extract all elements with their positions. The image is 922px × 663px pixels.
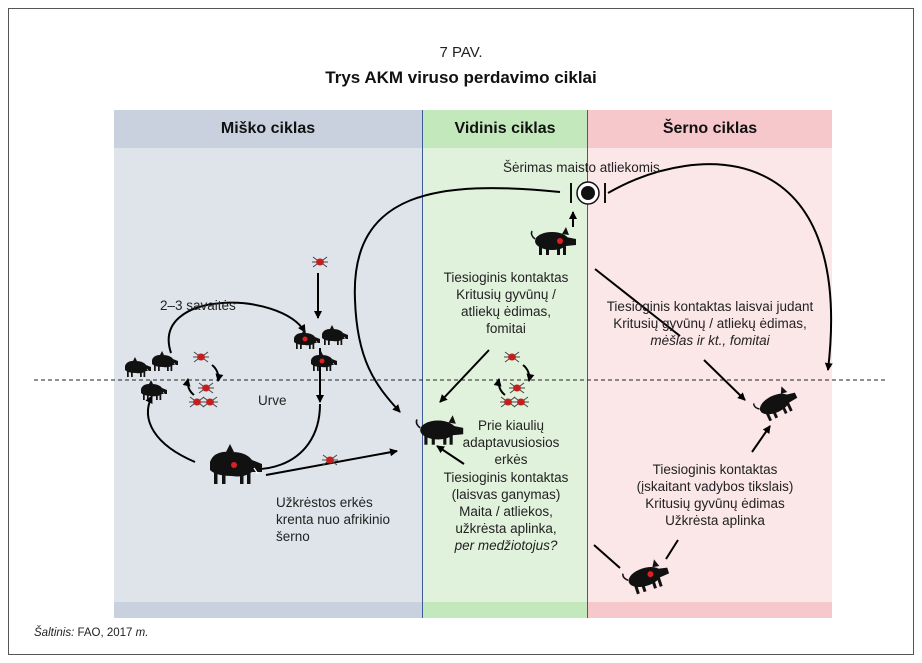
weeks-label: 2–3 savaitės <box>160 298 236 313</box>
boar-cycle-header: Šerno ciklas <box>588 110 832 148</box>
figure-title: Trys AKM viruso perdavimo ciklai <box>325 68 597 87</box>
domestic-cycle-header: Vidinis ciklas <box>423 110 587 148</box>
tick-icon <box>512 396 530 408</box>
pig-icon <box>530 226 577 256</box>
warthog-icon <box>321 324 349 346</box>
plate-icon <box>570 181 606 205</box>
boar-cycle-footer <box>588 602 832 618</box>
burrow-label: Urve <box>258 393 287 408</box>
domestic-cycle-column: Vidinis ciklas <box>423 110 587 618</box>
free-movement-text: Tiesioginis kontaktas laisvai judant Kri… <box>606 299 814 348</box>
forest-cycle-column: Miško ciklas <box>114 110 422 618</box>
tick-icon <box>311 256 329 268</box>
feeding-label: Šėrimas maisto atliekomis <box>503 160 660 175</box>
warthog-icon <box>124 356 152 378</box>
tick-icon <box>508 382 526 394</box>
pig-icon <box>620 555 673 598</box>
free-grazing-text: Tiesioginis kontaktas (laisvas ganymas) … <box>443 470 569 553</box>
column-divider-left <box>422 110 423 618</box>
direct-contact-text: Tiesioginis kontaktas Kritusių gyvūnų / … <box>443 270 569 336</box>
source-suffix: m. <box>135 627 149 639</box>
tick-icon <box>503 351 521 363</box>
tick-icon <box>321 454 339 466</box>
warthog-icon <box>151 350 179 372</box>
figure-number: 7 PAV. <box>439 44 483 61</box>
management-contact-text: Tiesioginis kontaktas (įskaitant vadybos… <box>636 462 794 528</box>
infected-ticks-text: Užkrėstos erkės krenta nuo afrikinio šer… <box>276 495 391 544</box>
tick-icon <box>197 382 215 394</box>
tick-icon <box>192 351 210 363</box>
forest-cycle-header: Miško ciklas <box>114 110 422 148</box>
tick-adapted-text: Prie kiaulių adaptavusiosios erkės <box>462 418 560 467</box>
source-text: FAO, 2017 <box>74 627 136 639</box>
tick-icon <box>201 396 219 408</box>
source-note: Šaltinis: FAO, 2017 m. <box>34 627 148 639</box>
domestic-cycle-footer <box>423 602 587 618</box>
warthog-icon <box>310 350 338 372</box>
warthog-icon <box>209 443 263 485</box>
pig-icon <box>750 381 802 426</box>
source-prefix: Šaltinis: <box>34 627 75 639</box>
warthog-icon <box>293 328 321 350</box>
forest-cycle-footer <box>114 602 422 618</box>
warthog-icon <box>140 379 168 401</box>
column-divider-right <box>587 110 588 618</box>
